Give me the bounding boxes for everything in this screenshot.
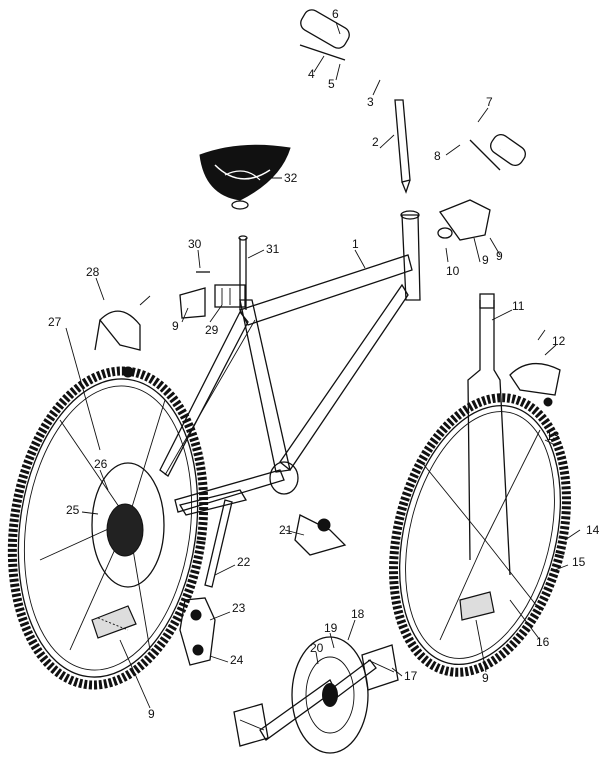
callout-11: 11: [512, 299, 525, 313]
callout-6: 6: [332, 7, 339, 21]
frame: [159, 210, 421, 513]
callout-31: 31: [266, 242, 280, 256]
callout-30: 30: [188, 237, 202, 251]
bell: [437, 199, 491, 241]
callout-3: 3: [367, 95, 374, 109]
callout-8: 8: [434, 149, 441, 163]
handlebar: [299, 9, 526, 171]
callout-9b: 9: [172, 319, 179, 333]
chainring: [291, 636, 369, 754]
callout-13: 13: [546, 429, 560, 443]
callout-20: 20: [310, 641, 324, 655]
left-pedal: [233, 703, 269, 747]
front-derailleur: [294, 514, 347, 556]
callout-18: 18: [351, 607, 365, 621]
callout-1: 1: [352, 237, 359, 251]
callout-21: 21: [279, 523, 293, 537]
callout-4: 4: [308, 67, 315, 81]
callout-28: 28: [86, 265, 100, 279]
callout-23: 23: [232, 601, 246, 615]
callout-7: 7: [486, 95, 493, 109]
callout-29: 29: [205, 323, 219, 337]
callout-10: 10: [446, 264, 460, 278]
callout-24: 24: [230, 653, 244, 667]
front-wheel: [389, 393, 571, 677]
callout-9e: 9: [148, 707, 155, 721]
callout-9a: 9: [496, 249, 503, 263]
front-fork: [467, 293, 511, 576]
leader-lines: [65, 21, 581, 709]
callout-9d: 9: [482, 671, 489, 685]
callout-32: 32: [284, 171, 298, 185]
saddle: [199, 144, 291, 210]
kickstand: [178, 489, 248, 588]
rear-reflector: [91, 605, 137, 639]
callout-9c: 9: [482, 253, 489, 267]
callout-5: 5: [328, 77, 335, 91]
callout-15: 15: [572, 555, 586, 569]
callout-27: 27: [48, 315, 62, 329]
callout-14: 14: [586, 523, 600, 537]
front-brake-caliper: [509, 329, 561, 407]
crank-arm: [259, 659, 377, 741]
rear-cassette: [91, 462, 165, 588]
stem: [394, 99, 411, 194]
rear-brake-caliper: [94, 295, 151, 378]
callout-26: 26: [94, 457, 108, 471]
seat-clamp: [179, 271, 246, 319]
callout-19: 19: [324, 621, 338, 635]
right-pedal: [361, 644, 399, 691]
front-reflector: [459, 591, 495, 621]
callout-2: 2: [372, 135, 379, 149]
rear-derailleur: [179, 597, 216, 666]
callout-17: 17: [404, 669, 418, 683]
callout-22: 22: [237, 555, 251, 569]
callout-25: 25: [66, 503, 80, 517]
callout-labels: 1 2 3 4 5 6 7 8 9 10 11 12 13 14 15 16 1…: [48, 7, 600, 721]
callout-16: 16: [536, 635, 550, 649]
callout-12: 12: [552, 334, 566, 348]
